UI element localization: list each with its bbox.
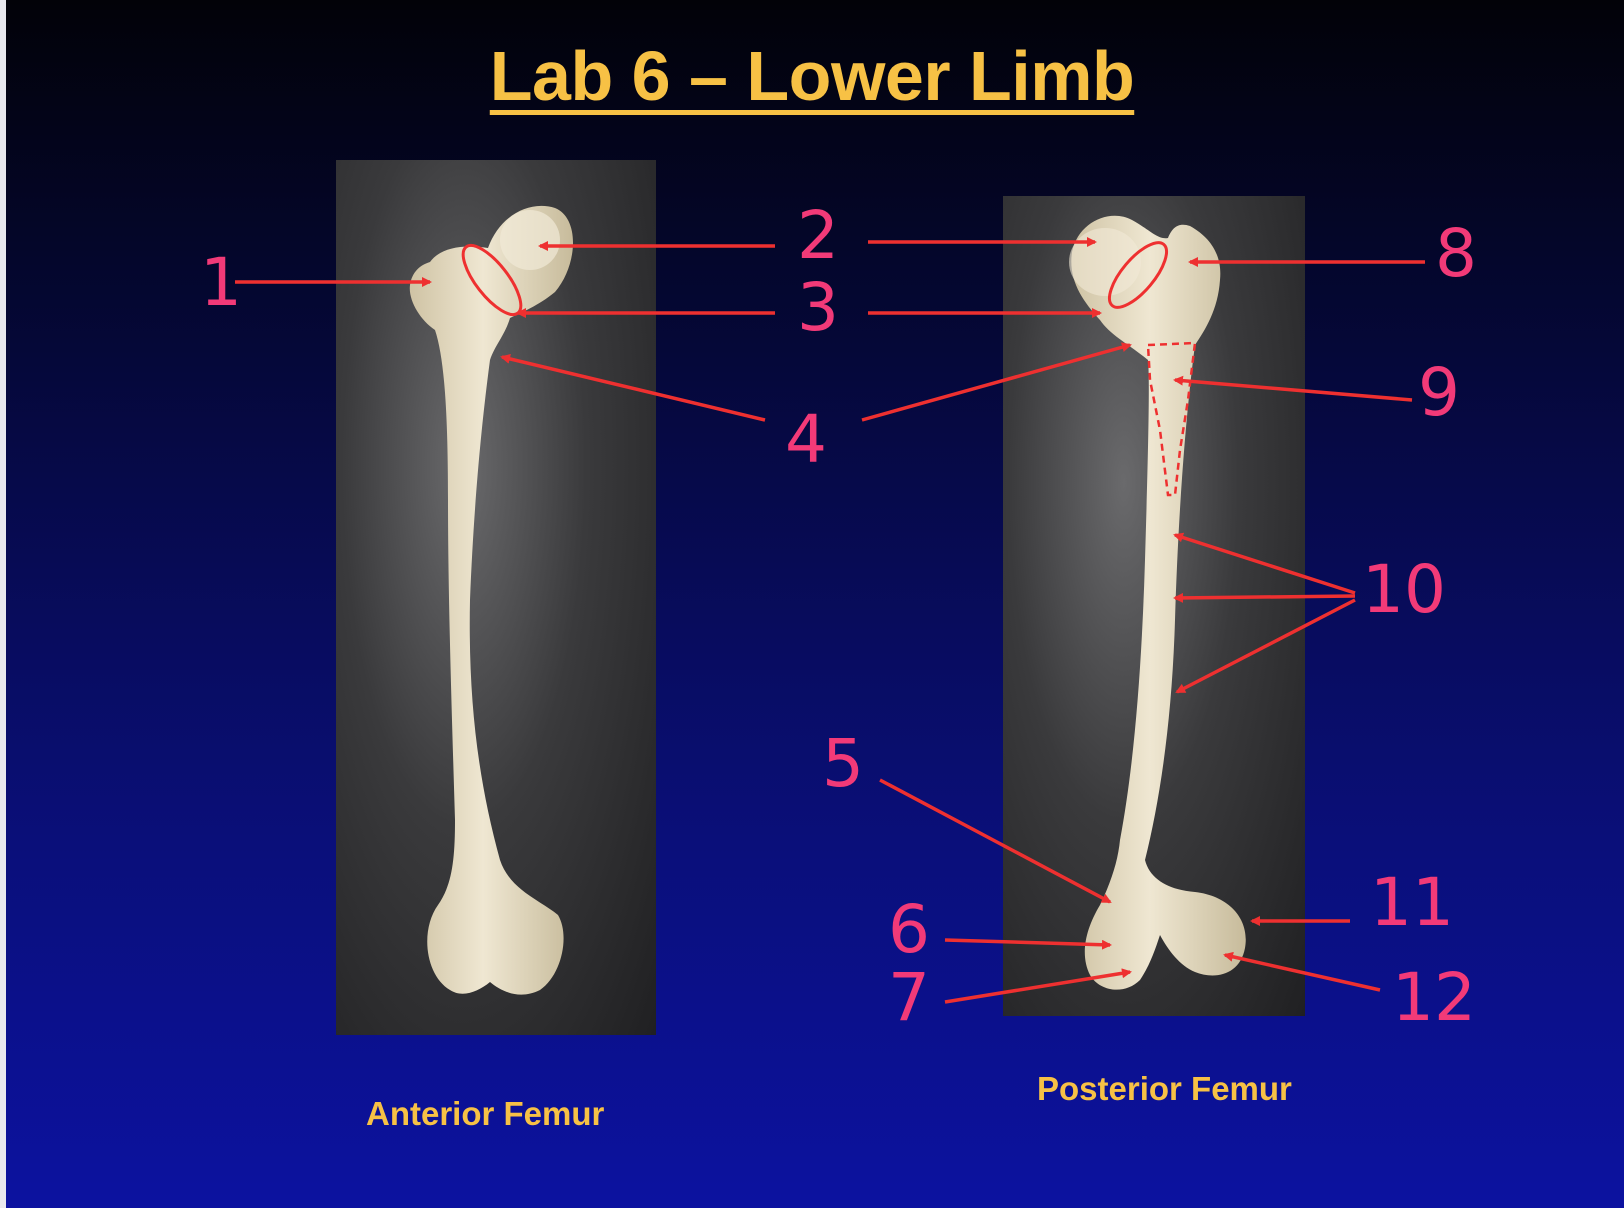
label-9: 9 — [1418, 354, 1460, 431]
anterior-femur-bone — [409, 205, 574, 995]
slide-title: Lab 6 – Lower Limb — [489, 37, 1135, 115]
label-8: 8 — [1435, 215, 1477, 292]
label-7: 7 — [888, 959, 930, 1036]
label-10: 10 — [1362, 551, 1446, 628]
gluteal-tuberosity-outline — [1146, 341, 1197, 497]
anatomical-neck-outline-posterior — [1108, 241, 1168, 309]
label-3: 3 — [797, 269, 839, 346]
label-4: 4 — [785, 401, 827, 478]
arrow-4-posterior — [861, 342, 1132, 422]
arrow-9 — [1173, 375, 1413, 402]
label-11: 11 — [1370, 864, 1454, 941]
arrow-10c — [1175, 598, 1356, 694]
arrow-10b — [1173, 592, 1356, 603]
arrow-7 — [944, 968, 1132, 1004]
posterior-femur-caption: Posterior Femur — [1037, 1070, 1292, 1107]
posterior-femur-bone — [1069, 215, 1246, 990]
arrow-6 — [944, 938, 1112, 950]
arrow-12 — [1223, 951, 1381, 992]
leader-arrows — [235, 237, 1425, 1004]
arrow-10a — [1173, 532, 1356, 595]
label-12: 12 — [1392, 959, 1476, 1036]
label-6: 6 — [888, 891, 930, 968]
anterior-femur-caption: Anterior Femur — [366, 1095, 605, 1132]
arrow-5 — [879, 778, 1112, 904]
label-2: 2 — [797, 197, 839, 274]
arrow-4-anterior — [500, 354, 766, 422]
label-1: 1 — [200, 244, 242, 321]
label-5: 5 — [822, 725, 864, 802]
left-edge-strip — [0, 0, 6, 1208]
